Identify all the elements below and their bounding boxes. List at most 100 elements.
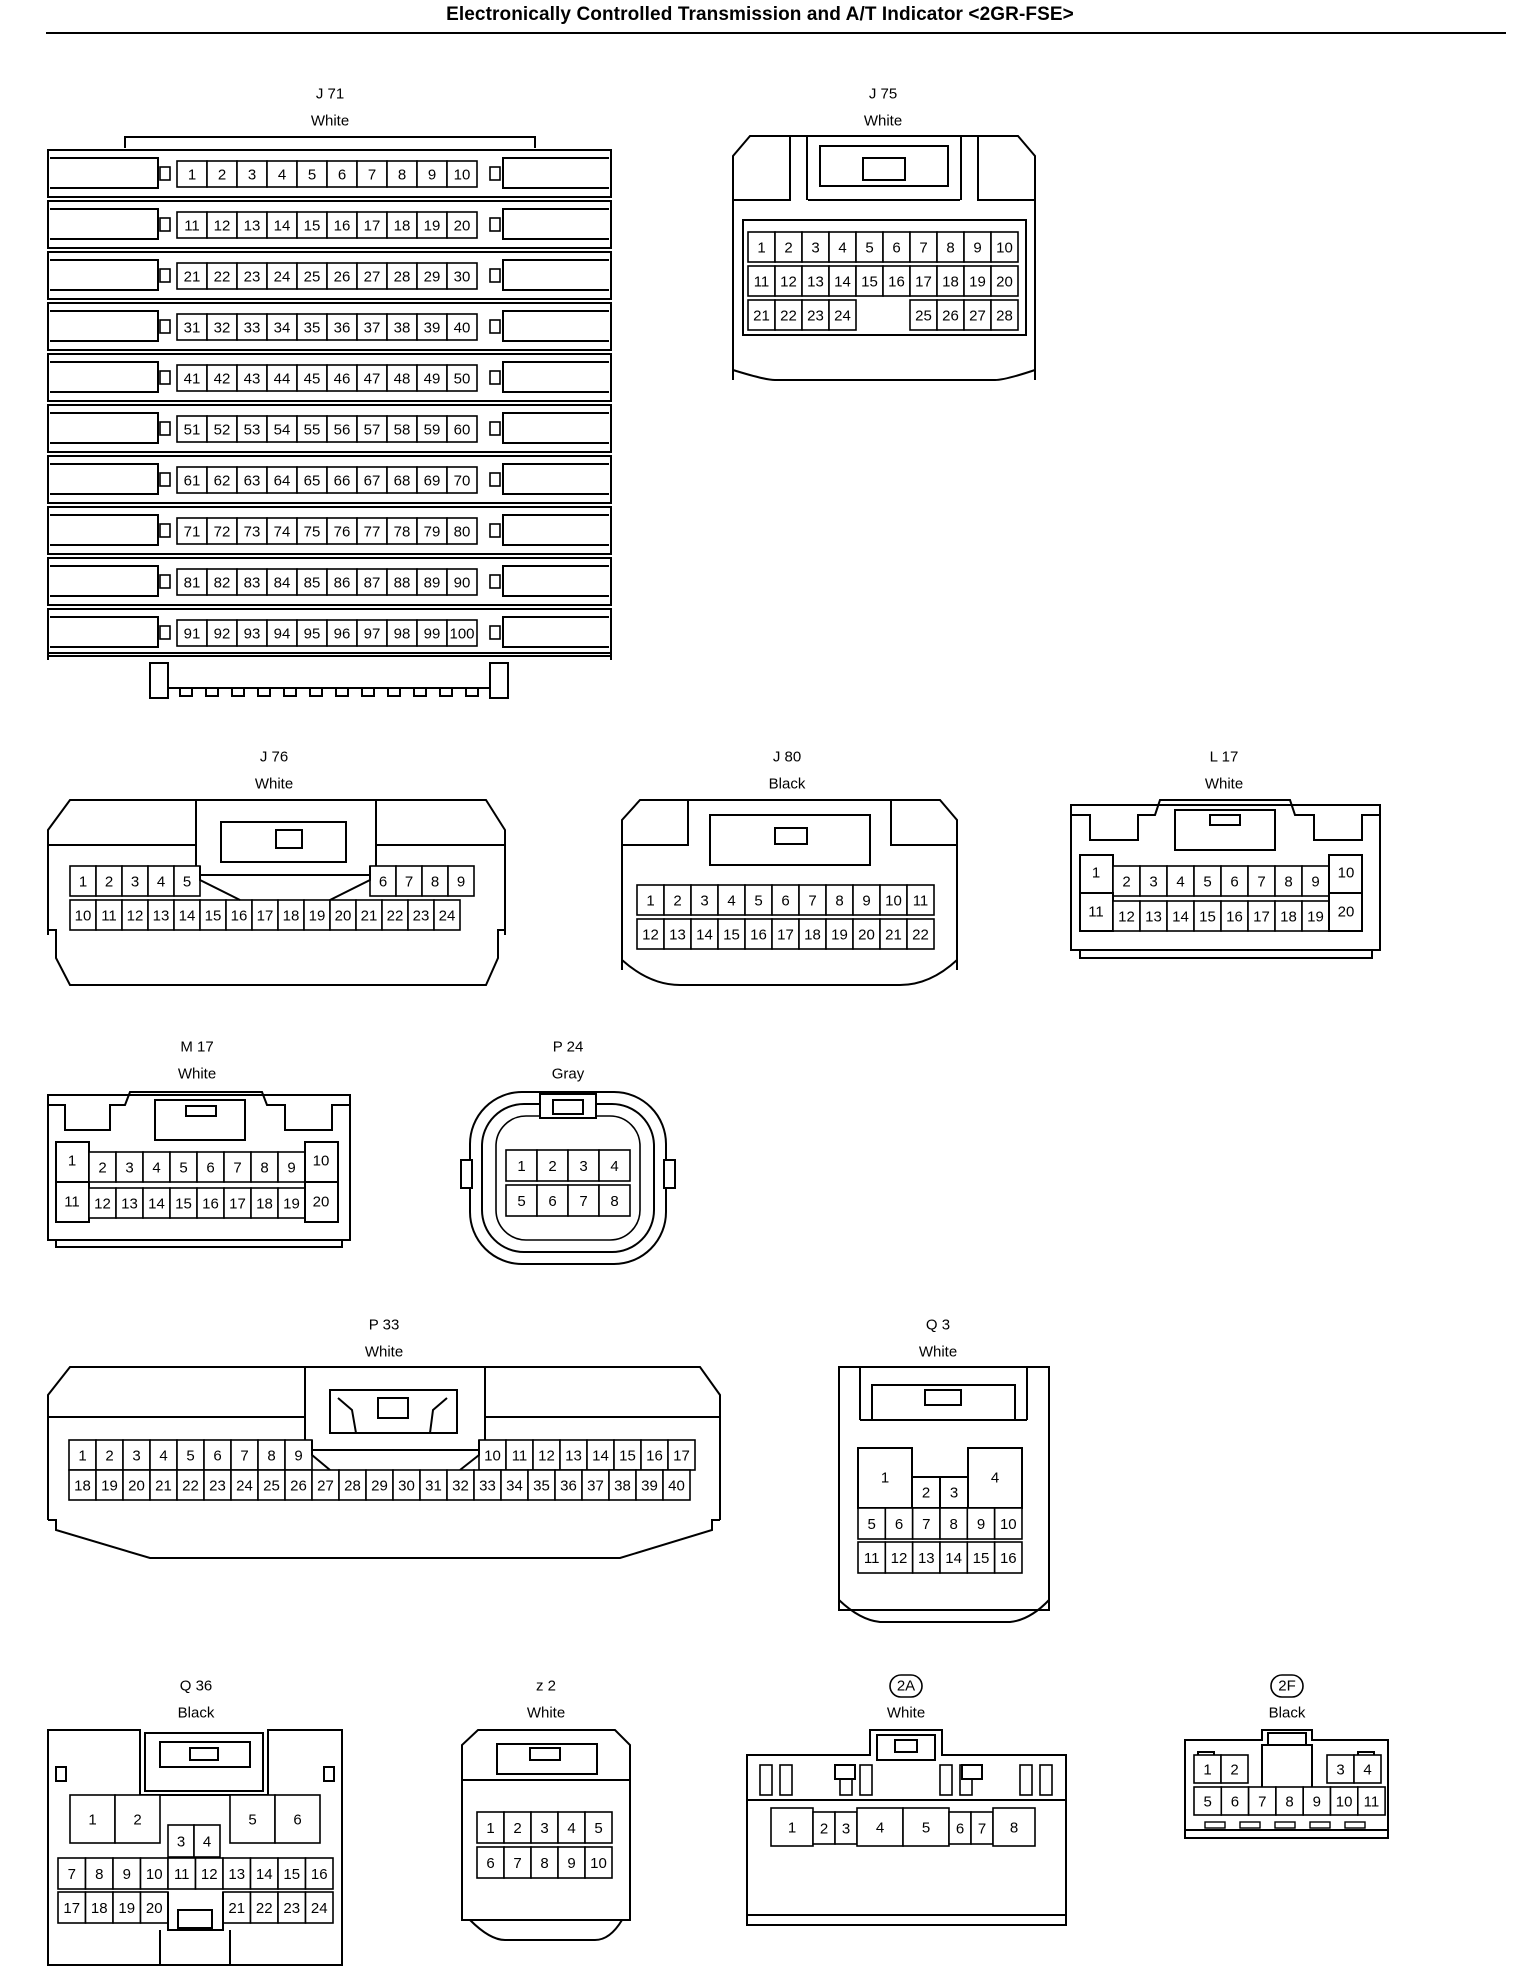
pin-cell (223, 1187, 252, 1219)
pin-cell (68, 1469, 97, 1501)
pin-label: 2 (133, 1812, 141, 1829)
pin-label: 3 (1336, 1762, 1344, 1779)
pin-label: 53 (244, 422, 261, 439)
pin-label: 7 (68, 1866, 76, 1883)
pin-cell (744, 918, 773, 950)
pin-cell (801, 231, 830, 263)
pin-cell (69, 1794, 116, 1844)
pin-label: 26 (942, 308, 959, 325)
pin-label: 9 (977, 1516, 985, 1533)
pin-cell (266, 262, 298, 290)
pin-label: 11 (512, 1448, 528, 1465)
pin-cell (446, 517, 478, 545)
pin-cell (416, 619, 448, 647)
pin-label: 83 (244, 575, 261, 592)
pin-cell (206, 466, 238, 494)
pin-cell (663, 884, 692, 916)
pin-label: 4 (838, 240, 846, 257)
pin-cell (446, 160, 478, 188)
pin-cell (879, 884, 908, 916)
pin-label: 1 (188, 167, 196, 184)
pin-label: 3 (579, 1158, 587, 1175)
pin-label: 4 (991, 1470, 999, 1487)
pin-label: 26 (334, 269, 351, 286)
pin-cell (203, 1469, 232, 1501)
pin-label: 6 (1230, 874, 1238, 891)
pin-label: 6 (486, 1855, 494, 1872)
pin-label: 11 (101, 908, 117, 925)
pin-cell (296, 313, 328, 341)
pin-label: 21 (753, 308, 770, 325)
pin-cell (421, 865, 449, 897)
pin-label: 85 (304, 575, 321, 592)
pin-label: 38 (394, 320, 411, 337)
pin-label: 4 (159, 1448, 167, 1465)
pin-cell (1274, 865, 1303, 897)
pin-cell (386, 262, 418, 290)
pin-label: 30 (398, 1478, 415, 1495)
pin-cell (505, 1184, 538, 1217)
pin-cell (176, 364, 208, 392)
pin-label: 45 (304, 371, 321, 388)
pin-label: 12 (1118, 909, 1135, 926)
pin-label: 1 (486, 1820, 494, 1837)
pin-cell (121, 899, 149, 931)
connector-color: White (527, 1705, 565, 1722)
pin-label: 8 (267, 1448, 275, 1465)
pin-label: 5 (922, 1820, 930, 1837)
pin-label: 36 (560, 1478, 577, 1495)
pin-label: 16 (750, 927, 767, 944)
pin-label: 2 (1122, 874, 1130, 891)
pin-label: 18 (394, 218, 411, 235)
pin-label: 86 (334, 575, 351, 592)
pin-label: 9 (862, 893, 870, 910)
pin-cell (857, 1507, 887, 1540)
pin-cell (1193, 1754, 1222, 1784)
pin-cell (882, 265, 911, 297)
pin-label: 68 (394, 473, 411, 490)
pin-cell (747, 299, 776, 331)
pin-label: 1 (78, 1448, 86, 1465)
pin-label: 7 (919, 240, 927, 257)
pin-cell (747, 231, 776, 263)
pin-label: 23 (413, 908, 430, 925)
connector-color: White (311, 113, 349, 130)
pin-cell (206, 568, 238, 596)
pin-label: 15 (1199, 909, 1216, 926)
pin-cell (771, 884, 800, 916)
pin-label: 14 (148, 1196, 165, 1213)
connector-code: Q 3 (926, 1317, 950, 1334)
pin-cell (446, 568, 478, 596)
pin-label: 18 (804, 927, 821, 944)
pin-cell (598, 1184, 631, 1217)
pin-cell (476, 1846, 505, 1879)
connector-color: Gray (552, 1066, 585, 1083)
pin-label: 98 (394, 626, 411, 643)
pin-label: 57 (364, 422, 381, 439)
pin-cell (236, 619, 268, 647)
connector-color: White (365, 1344, 403, 1361)
pin-cell (176, 466, 208, 494)
pin-cell (1112, 865, 1141, 897)
pin-label: 5 (186, 1448, 194, 1465)
pin-label: 71 (184, 524, 201, 541)
page-title: Electronically Controlled Transmission a… (446, 4, 1074, 25)
pin-label: 8 (1285, 1794, 1293, 1811)
pin-label: 1 (79, 874, 87, 891)
pin-label: 17 (673, 1448, 690, 1465)
pin-cell (229, 1794, 276, 1844)
pin-cell (277, 1891, 307, 1924)
pin-cell (296, 160, 328, 188)
pin-label: 10 (1000, 1516, 1017, 1533)
pin-label: 28 (996, 308, 1013, 325)
pin-cell (825, 884, 854, 916)
pin-cell (206, 211, 238, 239)
pin-label: 66 (334, 473, 351, 490)
pin-cell (1357, 1786, 1386, 1816)
pin-label: 12 (127, 908, 144, 925)
pin-label: 9 (1311, 874, 1319, 891)
pin-label: 13 (244, 218, 261, 235)
pin-label: 89 (424, 575, 441, 592)
